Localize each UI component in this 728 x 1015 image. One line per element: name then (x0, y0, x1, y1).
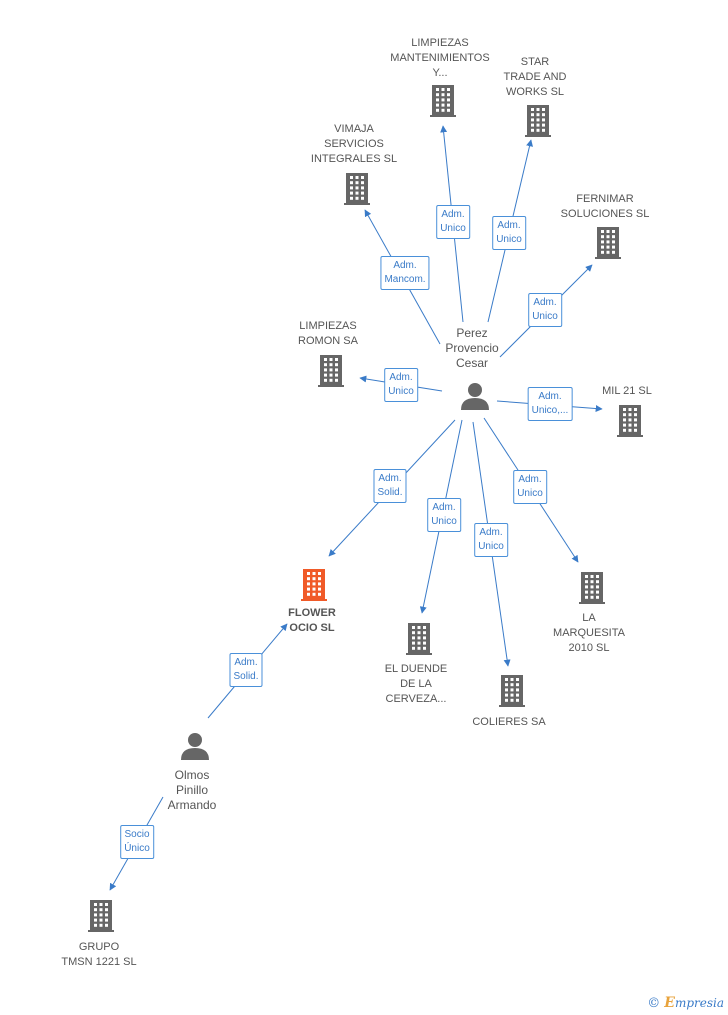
building-icon[interactable] (88, 900, 114, 932)
person-label[interactable]: Olmos Pinillo Armando (167, 768, 217, 812)
relation-label[interactable]: Adm. Solid. (373, 469, 407, 503)
relation-label[interactable]: Adm. Mancom. (380, 256, 430, 290)
relation-label[interactable]: Adm. Unico (436, 205, 470, 239)
building-icon[interactable] (525, 105, 551, 137)
company-label[interactable]: STAR TRADE AND WORKS SL (503, 56, 567, 98)
company-label[interactable]: EL DUENDE DE LA CERVEZA... (384, 663, 448, 705)
relation-label[interactable]: Adm. Unico (474, 523, 508, 557)
relation-label[interactable]: Adm. Unico (492, 216, 526, 250)
person-icon[interactable] (461, 383, 489, 410)
building-icon[interactable] (499, 675, 525, 707)
building-icon[interactable] (301, 569, 327, 601)
company-label[interactable]: VIMAJA SERVICIOS INTEGRALES SL (310, 123, 398, 165)
company-label[interactable]: LIMPIEZAS MANTENIMIENTOS Y... (390, 37, 490, 79)
building-icon[interactable] (318, 355, 344, 387)
building-icon[interactable] (406, 623, 432, 655)
person-icon[interactable] (181, 733, 209, 760)
company-label[interactable]: GRUPO TMSN 1221 SL (61, 941, 137, 968)
nodes (88, 85, 643, 932)
building-icon[interactable] (617, 405, 643, 437)
building-icon[interactable] (595, 227, 621, 259)
relation-label[interactable]: Adm. Unico,... (527, 387, 573, 421)
building-icon[interactable] (430, 85, 456, 117)
relation-label[interactable]: Adm. Unico (384, 368, 418, 402)
company-label[interactable]: LIMPIEZAS ROMON SA (298, 320, 358, 347)
company-label[interactable]: LA MARQUESITA 2010 SL (553, 612, 625, 654)
relation-label[interactable]: Adm. Solid. (229, 653, 263, 687)
relation-label[interactable]: Adm. Unico (528, 293, 562, 327)
relation-label[interactable]: Socio Único (120, 825, 154, 859)
building-icon[interactable] (579, 572, 605, 604)
company-label[interactable]: COLIERES SA (472, 716, 546, 728)
brand-initial: E (664, 995, 675, 1011)
relation-label[interactable]: Adm. Unico (427, 498, 461, 532)
building-icon[interactable] (344, 173, 370, 205)
company-label[interactable]: FERNIMAR SOLUCIONES SL (560, 193, 650, 220)
person-label[interactable]: Perez Provencio Cesar (445, 326, 499, 370)
footer-brand: ©Empresia (647, 995, 724, 1011)
brand-name: mpresia (674, 996, 724, 1010)
relation-label[interactable]: Adm. Unico (513, 470, 547, 504)
company-label[interactable]: MIL 21 SL (602, 385, 652, 397)
copyright-symbol: © (647, 996, 661, 1011)
company-label[interactable]: FLOWER OCIO SL (288, 607, 336, 634)
